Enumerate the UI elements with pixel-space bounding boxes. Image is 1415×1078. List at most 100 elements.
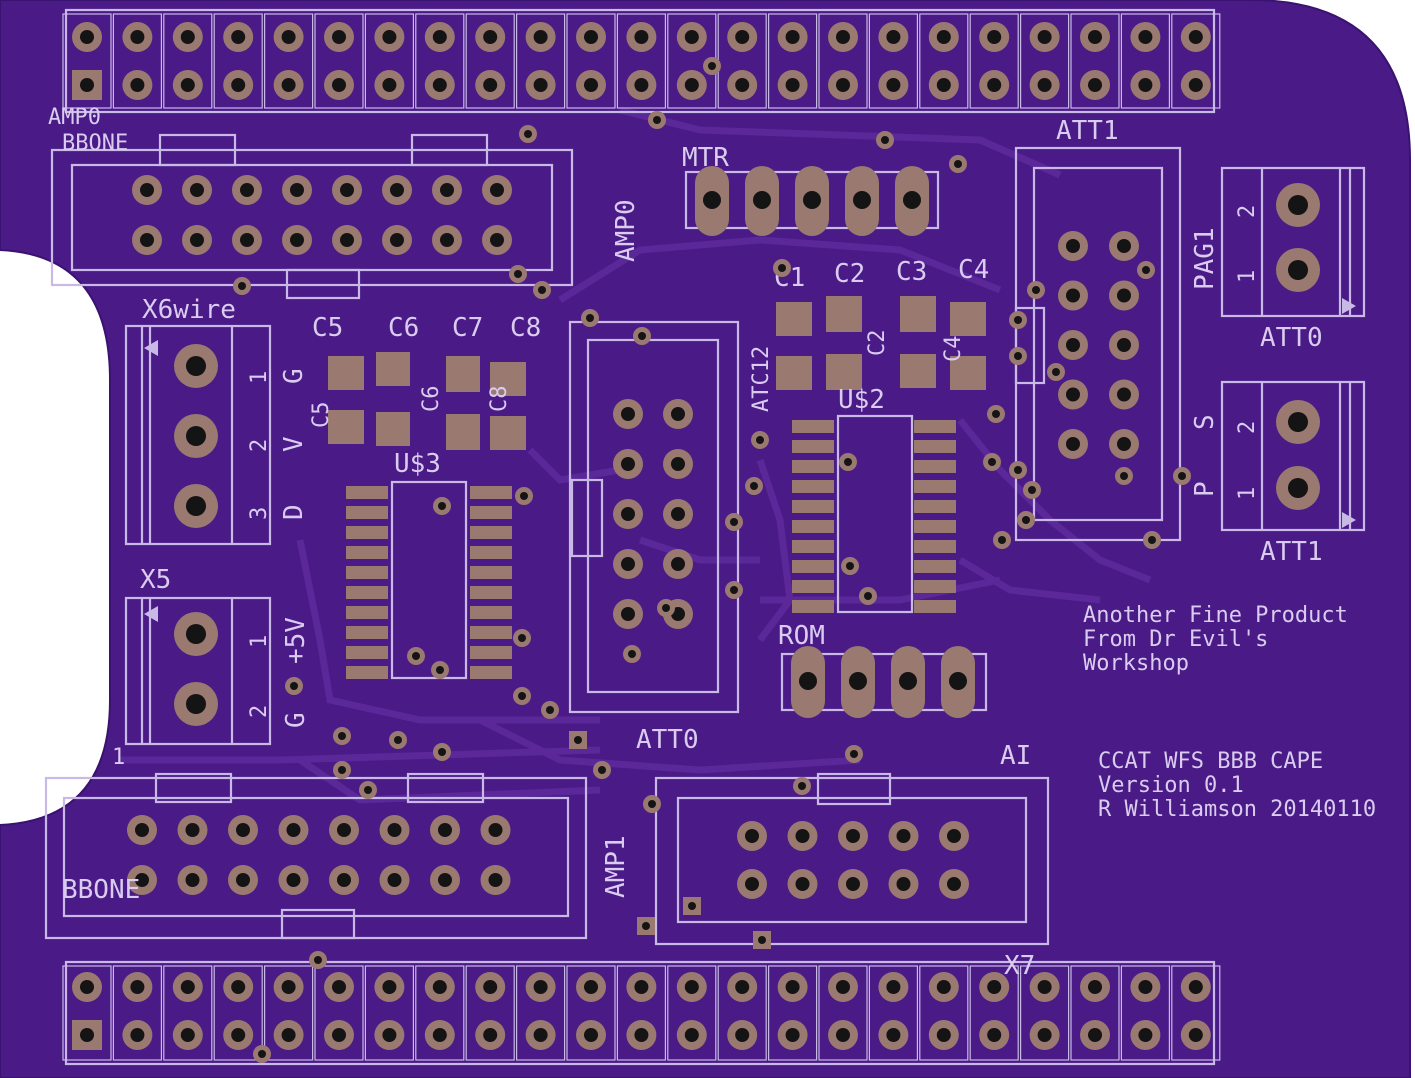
drill-hole	[836, 30, 850, 44]
trace-layer	[120, 106, 1152, 804]
drill-hole	[135, 873, 149, 887]
drill-hole	[671, 407, 685, 421]
drill-hole	[936, 30, 951, 44]
drill-hole	[987, 980, 1002, 994]
info-line-1: CCAT WFS BBB CAPE	[1098, 749, 1323, 774]
x6-pin3-label: 3	[247, 507, 272, 520]
drill-hole	[795, 877, 810, 891]
smd-pad	[914, 540, 956, 553]
via-drill	[598, 766, 606, 774]
drill-hole	[735, 980, 750, 994]
drill-hole	[140, 183, 154, 197]
smd-pad	[346, 546, 388, 559]
smd-pad	[470, 626, 512, 639]
via-drill	[1014, 316, 1022, 324]
drill-hole	[785, 30, 800, 44]
drill-hole	[987, 78, 1002, 92]
drill-hole	[185, 873, 200, 887]
gnd-label: G	[281, 712, 311, 728]
drill-hole	[886, 980, 901, 994]
via-drill	[708, 62, 716, 70]
drill-hole	[387, 873, 402, 887]
via-drill	[258, 1050, 266, 1058]
via-drill	[756, 436, 764, 444]
drill-hole	[231, 78, 246, 92]
drill-hole	[621, 457, 635, 471]
drill-hole	[745, 829, 759, 843]
header-pin-outline	[515, 965, 566, 1061]
c5-label: C5	[312, 313, 343, 343]
drill-hole	[180, 980, 195, 994]
header-pin-outline	[616, 965, 667, 1061]
drill-hole	[1037, 78, 1052, 92]
drill-hole	[130, 78, 145, 92]
via-drill	[518, 692, 526, 700]
c2-label: C2	[834, 259, 865, 289]
header-pin-outline	[112, 965, 163, 1061]
x6-pin2-label: 2	[247, 439, 272, 452]
pag1-label: PAG1	[1190, 227, 1220, 290]
header-pin-outline	[1171, 13, 1221, 109]
att0-terminal	[1220, 166, 1366, 318]
smd-pad	[792, 460, 834, 473]
header-pin-outline	[919, 13, 969, 109]
drill-hole	[231, 30, 246, 44]
c7-label: C7	[452, 313, 483, 343]
smd-pad	[914, 460, 956, 473]
ai-label: AI	[1000, 741, 1031, 771]
drill-hole	[1088, 30, 1102, 44]
via-drill	[438, 502, 446, 510]
drill-hole	[140, 233, 154, 247]
header-pin-outline	[818, 13, 868, 109]
att1-pin2-label: 2	[1235, 421, 1260, 434]
drill-hole	[903, 191, 921, 209]
drill-hole	[684, 980, 699, 994]
drill-hole	[1117, 437, 1131, 451]
drill-hole	[1188, 78, 1203, 92]
drill-hole	[80, 78, 94, 92]
pin1-marker: 1	[112, 745, 125, 770]
drill-hole	[836, 1028, 850, 1042]
plus5v-label: +5V	[281, 617, 311, 664]
drill-hole	[684, 30, 699, 44]
att0-pin2-label: 2	[1235, 205, 1260, 218]
c4-rot-label: C4	[941, 336, 966, 363]
drill-hole	[735, 1028, 750, 1042]
drill-hole	[533, 78, 548, 92]
drill-hole	[886, 30, 901, 44]
drill-hole	[795, 829, 810, 843]
drill-hole	[584, 30, 598, 44]
drill-hole	[836, 78, 850, 92]
att1-right-label: ATT1	[1260, 537, 1323, 567]
header-bottom-outline	[64, 960, 1216, 1066]
drill-hole	[432, 78, 447, 92]
drill-hole	[80, 1028, 94, 1042]
drill-hole	[799, 672, 817, 690]
header-pin-outline	[868, 13, 919, 109]
c8-rot-label: C8	[487, 386, 512, 413]
header-pin-outline	[163, 13, 213, 109]
amp1-label: AMP1	[601, 835, 631, 898]
drill-hole	[896, 829, 911, 843]
drill-hole	[488, 823, 503, 837]
drill-hole	[332, 78, 346, 92]
drill-hole	[382, 1028, 397, 1042]
drill-hole	[735, 30, 750, 44]
drill-hole	[185, 823, 200, 837]
drill-hole	[190, 233, 204, 247]
smd-pad	[346, 526, 388, 539]
via-drill	[238, 282, 246, 290]
amp1-connector	[44, 772, 588, 940]
header-pin-outline	[415, 13, 465, 109]
rom-label: ROM	[778, 621, 825, 651]
drill-hole	[846, 829, 860, 843]
drill-hole	[135, 823, 149, 837]
att1-terminal	[1220, 380, 1366, 532]
drill-hole	[1138, 30, 1153, 44]
header-pin-outline	[1120, 13, 1171, 109]
drill-hole	[432, 30, 447, 44]
u3-label: U$3	[394, 449, 441, 479]
header-pin-outline	[767, 965, 818, 1061]
drill-hole	[483, 980, 498, 994]
